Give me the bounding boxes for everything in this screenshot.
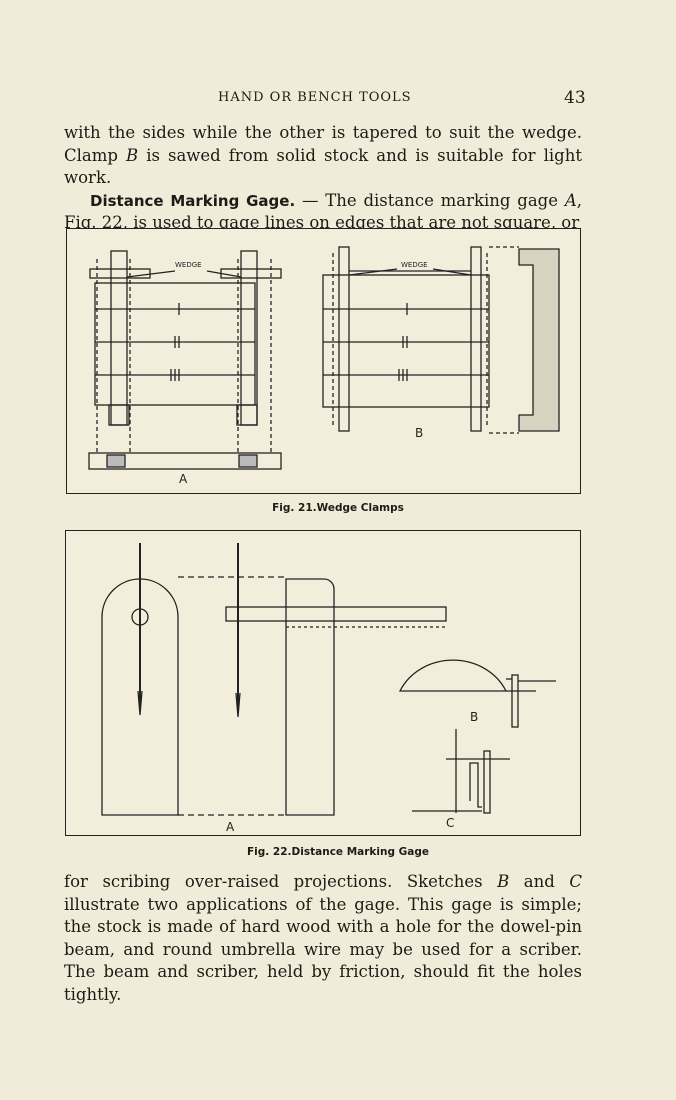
- running-title: HAND OR BENCH TOOLS: [218, 90, 412, 105]
- text-line: Clamp: [64, 145, 126, 165]
- text-run: — The distance marking gage: [295, 190, 565, 210]
- figure-22-distance-marking-gage: A B C: [65, 530, 581, 836]
- gage-beam: [225, 606, 447, 622]
- fig21-label-a: A: [179, 472, 188, 486]
- figure-title: Distance Marking Gage: [291, 846, 429, 858]
- wedge-clamps-drawing: WEDGE WEDGE A B: [88, 246, 560, 486]
- fig21-label-b: B: [415, 426, 423, 440]
- paragraph-continued: with the sides while the other is tapere…: [64, 122, 582, 190]
- gage-stock: [101, 578, 179, 816]
- figure-21-wedge-clamps: WEDGE WEDGE A B: [66, 228, 581, 494]
- wedge-label-left: WEDGE: [175, 261, 202, 269]
- figure-21-caption: Fig. 21.Wedge Clamps: [0, 502, 676, 514]
- marking-gage-drawing: A B C: [101, 543, 556, 834]
- text-run: , Fig. 22, is used to gage lines on edge…: [64, 190, 582, 233]
- paragraph-continued: for scribing over-raised projections. Sk…: [64, 871, 582, 1006]
- italic-ref: B: [497, 872, 510, 891]
- text-line: with the sides while the other is tapere…: [64, 123, 582, 142]
- italic-ref: B: [126, 145, 139, 165]
- text-run: illustrate two applications of the gage.…: [64, 894, 582, 1004]
- top-text-block: with the sides while the other is tapere…: [64, 122, 582, 235]
- section-heading: Distance Marking Gage.: [90, 191, 296, 210]
- fig22-label-c: C: [446, 816, 454, 830]
- wedge-label-right: WEDGE: [401, 261, 428, 269]
- bottom-text-block: for scribing over-raised projections. Sk…: [64, 871, 582, 1006]
- running-head: HAND OR BENCH TOOLS 43: [0, 88, 676, 110]
- fig22-label-a: A: [226, 820, 235, 834]
- figure-title: Wedge Clamps: [316, 502, 404, 514]
- text-run: and: [509, 872, 570, 891]
- figure-number: Fig. 21.: [272, 502, 317, 514]
- clamp-a-boards: [94, 282, 256, 406]
- gage-stock-edge: [285, 578, 335, 816]
- figure-number: Fig. 22.: [247, 846, 292, 858]
- page-number: 43: [564, 88, 586, 108]
- italic-ref: A: [564, 190, 577, 210]
- text-run: for scribing over-raised projections. Sk…: [64, 872, 498, 891]
- text-line: is sawed from solid stock and is suitabl…: [64, 145, 582, 188]
- figure-22-caption: Fig. 22.Distance Marking Gage: [0, 846, 676, 858]
- fig22-label-b: B: [470, 710, 478, 724]
- paragraph-distance-marking-gage: Distance Marking Gage. — The distance ma…: [64, 190, 582, 235]
- italic-ref: C: [569, 872, 582, 891]
